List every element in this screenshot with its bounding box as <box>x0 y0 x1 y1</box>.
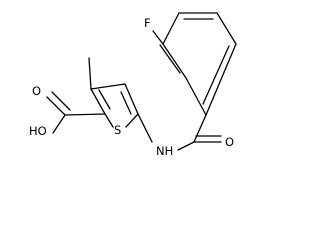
bonds <box>46 12 237 151</box>
atom-labels: F HO O O S NH <box>29 16 234 158</box>
bond-c4-c5-inner <box>120 91 132 115</box>
bond-c4-c5 <box>124 83 139 115</box>
atom-sulfur: S <box>114 123 121 137</box>
bond-c-f <box>152 30 164 45</box>
bond-b6-b1 <box>205 43 237 116</box>
bond-b6-b1-inner <box>202 45 230 105</box>
bond-carbonyl-ring <box>193 114 207 143</box>
bond-b5-b6 <box>216 12 237 45</box>
bond-c5-s1 <box>125 113 139 128</box>
bond-b3-b4 <box>162 12 180 45</box>
bond-c2-acid-carbon <box>64 113 106 116</box>
atom-amine: NH <box>156 144 173 158</box>
atom-hydroxyl: HO <box>29 124 47 138</box>
atom-amide-oxygen: O <box>225 135 234 149</box>
bond-b2-b3 <box>162 43 187 79</box>
bond-b1-b2 <box>185 77 207 116</box>
bond-c5-nh <box>137 113 153 143</box>
bond-acid-carbon-hydroxyl <box>52 114 66 134</box>
bond-s1-c2 <box>104 113 114 128</box>
bond-c2-c3-inner <box>98 89 111 110</box>
molecule-structure-diagram: F HO O O S NH <box>29 12 237 158</box>
bond-acid-carbonyl-inner <box>51 91 71 111</box>
bond-c3-c4 <box>90 83 126 90</box>
atom-acid-oxygen: O <box>32 84 41 98</box>
bond-c2-c3 <box>90 88 106 115</box>
bond-nh-carbonyl <box>177 141 195 151</box>
atom-fluorine: F <box>144 16 151 30</box>
bond-acid-carbonyl <box>46 96 66 116</box>
bond-c3-methyl <box>88 57 92 90</box>
bond-b2-b3-inner <box>159 44 181 74</box>
